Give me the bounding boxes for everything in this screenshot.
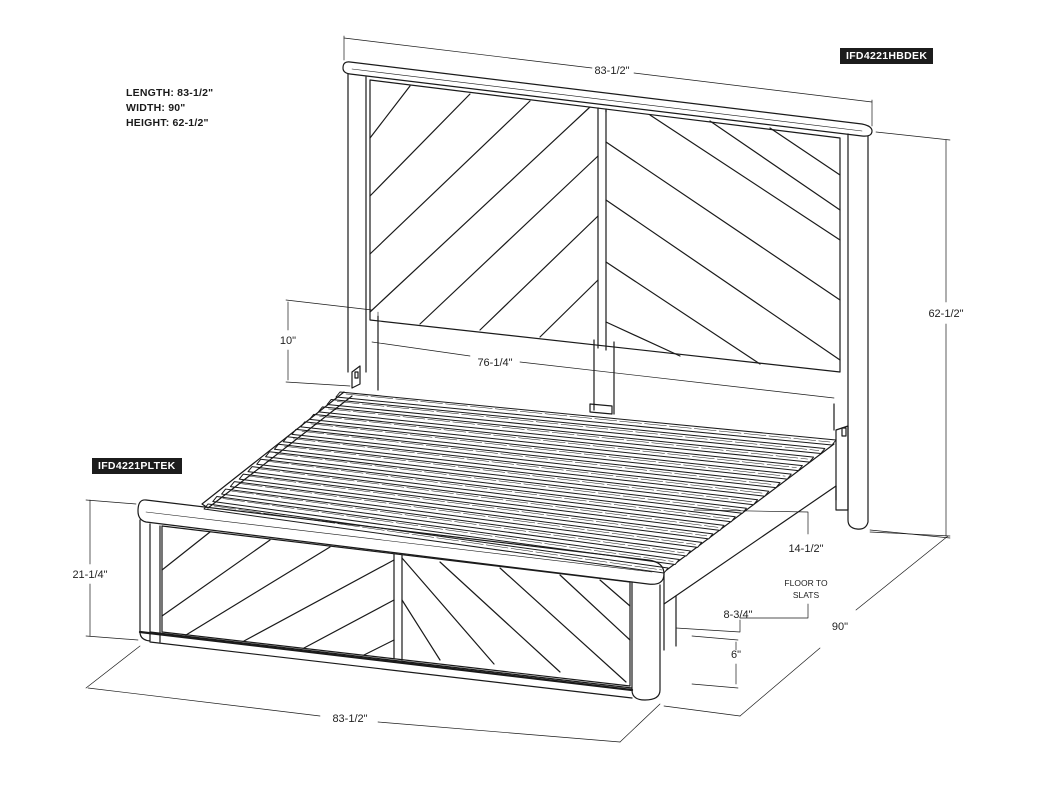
headboard-code-tag: IFD4221HBDEK [840,48,934,64]
slat [247,466,725,531]
headboard [342,61,873,530]
slat-note-line1: FLOOR TO [784,578,828,588]
depth-label: 90" [832,621,848,633]
slat [221,488,691,557]
footboard-panel [161,525,631,687]
rail-offset-label: 10" [280,335,296,347]
slat-note-line2: SLATS [793,590,820,600]
rail-length-label: 76-1/4" [477,357,512,369]
slat-group [203,391,837,574]
dimension-lines [85,35,951,743]
slat [238,473,714,540]
slat [273,443,759,506]
footboard-height-label: 21-1/4" [72,569,107,581]
footboard-left-chevron [161,531,395,656]
footboard-width-label: 83-1/2" [332,713,367,725]
right-side-rail [351,365,849,651]
spec-length: LENGTH: 83-1/2" [126,87,214,99]
spec-width: WIDTH: 90" [126,102,186,114]
headboard-width-label: 83-1/2" [594,65,629,77]
spec-height: HEIGHT: 62-1/2" [126,117,209,129]
overall-specs: LENGTH: 83-1/2" WIDTH: 90" HEIGHT: 62-1/… [126,86,213,131]
headboard-top-cap [342,61,873,137]
headboard-left-post [347,73,367,373]
slat [256,458,736,523]
footboard-right-chevron [401,557,631,683]
headboard-right-post [847,133,869,530]
platform-code-tag: IFD4221PLTEK [92,458,182,474]
footboard [137,499,665,701]
slat-height-label: 14-1/2" [788,543,823,555]
headboard-panel [369,79,841,373]
slat [212,496,680,565]
left-side-rail [201,391,353,509]
footboard-right-post [631,581,661,701]
headboard-height-label: 62-1/2" [928,308,963,320]
footboard-top-cap [137,499,665,585]
slat [229,481,703,548]
footboard-left-post [139,519,161,643]
slat [317,406,815,463]
headboard-left-chevron [369,85,599,338]
rail-height-label: 8-3/4" [724,609,753,621]
slat [326,398,826,455]
slat [265,451,747,514]
slat [335,391,837,446]
slat [282,436,770,497]
clearance-label: 6" [731,649,741,661]
headboard-right-chevron [605,109,841,365]
